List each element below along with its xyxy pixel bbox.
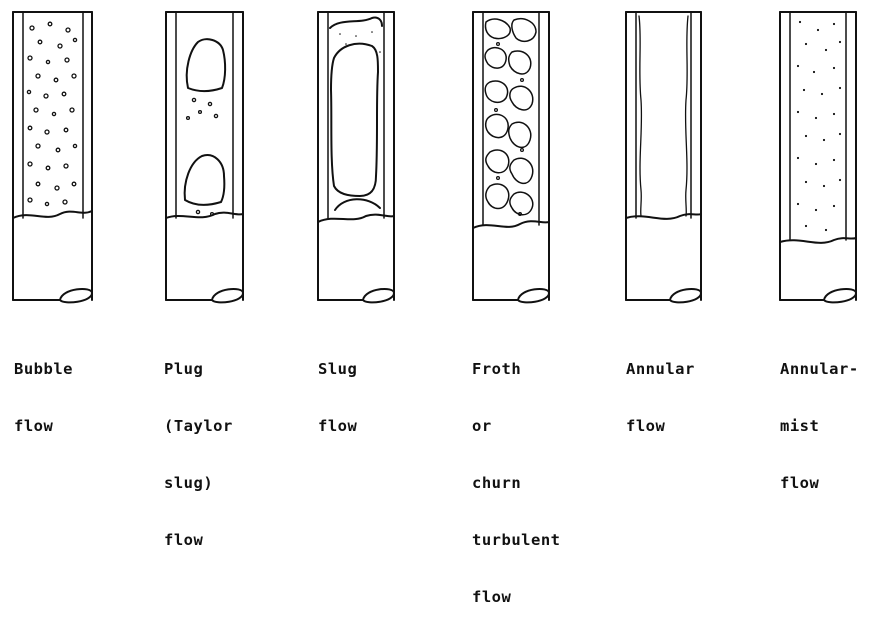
gas-slug [331,44,378,196]
gas-plug [185,155,225,205]
tube-end-ellipse [518,289,549,302]
caption-annular-flow: Annular flow [626,322,695,455]
caption-bubble-flow: Bubble flow [14,322,73,455]
liquid-film-right [686,16,688,216]
caption-plug-flow: Plug (Taylor slug) flow [164,322,233,569]
tube-end-ellipse [670,289,701,302]
caption-annular-mist-flow: Annular- mist flow [780,322,859,512]
gas-plug [187,39,225,91]
gas-bubbles [27,22,76,205]
tube-end-ellipse [60,289,92,302]
tube-end-ellipse [824,289,856,302]
liquid-film-left [639,16,641,216]
froth-flow-tube [473,12,549,302]
tube-end-ellipse [363,289,394,302]
tube-end-ellipse [212,289,243,302]
caption-froth-flow: Froth or churn turbulent flow [472,322,561,626]
slug-flow-tube [318,12,394,302]
bubble-flow-tube [13,12,92,302]
mist-droplets [797,21,841,231]
annular-flow-tube [626,12,701,302]
plug-flow-tube [166,12,243,302]
annular-mist-flow-tube [780,12,856,302]
flow-regimes-diagram [0,0,894,439]
gas-slug-nose [335,199,380,210]
caption-slug-flow: Slug flow [318,322,357,455]
